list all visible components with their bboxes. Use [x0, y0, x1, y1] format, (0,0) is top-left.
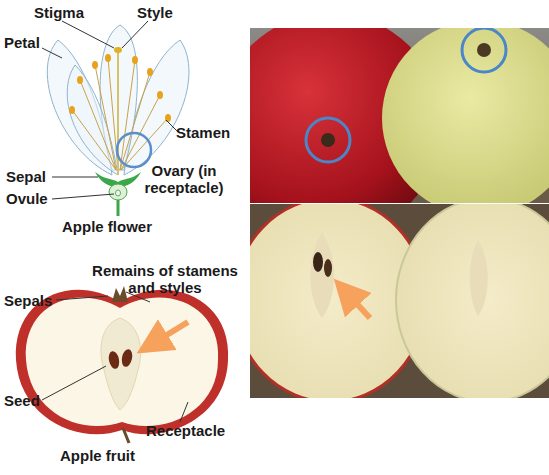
part-label: Ovule	[6, 190, 48, 207]
part-label: Remains of stamens and styles	[90, 262, 240, 296]
part-label: Sepals	[4, 292, 52, 309]
part-label: Stigma	[34, 4, 84, 21]
part-label: Petal	[4, 34, 40, 51]
part-label: Apple fruit	[60, 447, 135, 464]
part-label: Style	[137, 4, 173, 21]
part-label: Receptacle	[146, 422, 225, 439]
part-label: Apple flower	[62, 218, 152, 235]
part-label: Stamen	[176, 124, 230, 141]
part-label: Seed	[4, 392, 40, 409]
part-label: Sepal	[6, 168, 46, 185]
part-label: Ovary (in receptacle)	[134, 162, 234, 196]
